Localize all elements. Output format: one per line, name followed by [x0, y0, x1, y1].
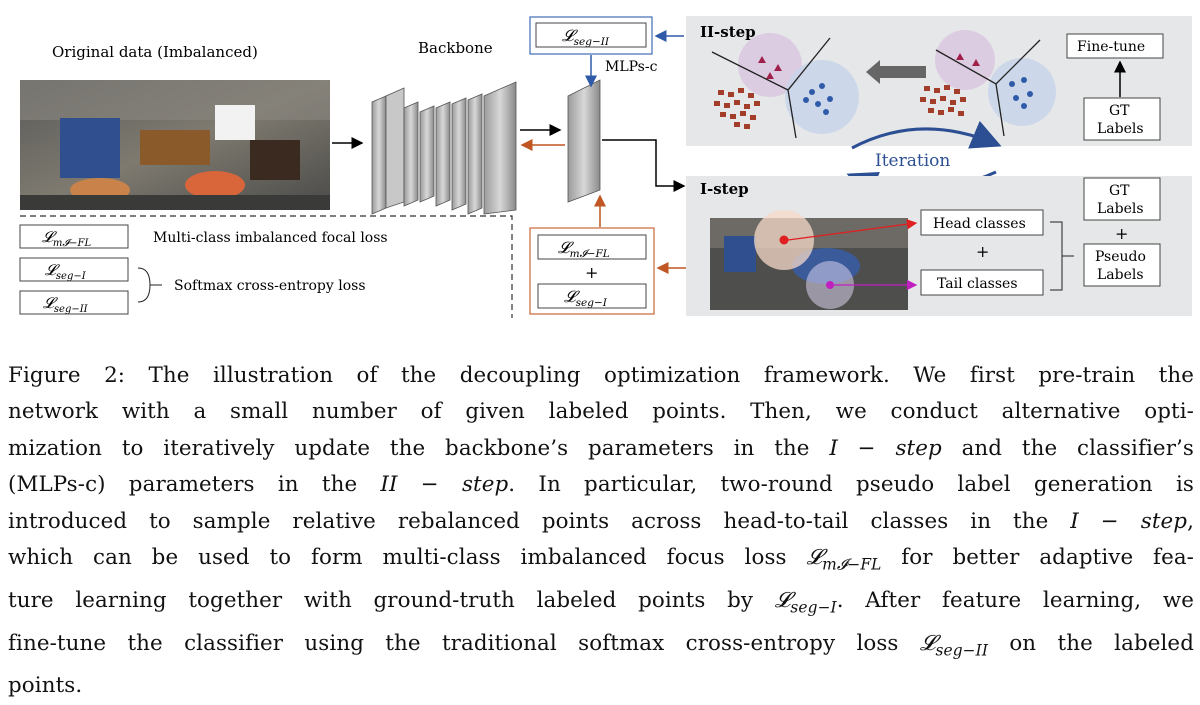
head-pointer-arrow	[787, 219, 918, 241]
gt-labels-top-line2: Labels	[1097, 121, 1144, 137]
gt-pseudo-plus: +	[1115, 224, 1128, 243]
loss-seg-ii-symbol: 𝓛seg−II	[919, 630, 989, 660]
caption-line-4: (MLPs-c) parameters in the II − step. In…	[8, 472, 1195, 498]
pseudo-labels-box	[1083, 243, 1161, 287]
original-data-label: Original data (Imbalanced)	[52, 43, 258, 61]
legend-mifl-box	[19, 224, 129, 249]
caption-line-9: points.	[8, 673, 83, 699]
ii-step-classified-points-right	[920, 30, 1056, 137]
ii-step-term: II − step	[380, 472, 509, 498]
gt-labels-bottom-line1: GT	[1109, 183, 1130, 199]
i-step-room-image	[710, 210, 908, 310]
legend-softmax-bracket	[137, 267, 162, 303]
tail-classes-box	[920, 269, 1044, 296]
figure-caption: Figure 2: The illustration of the decoup…	[8, 358, 1194, 705]
backbone-layers	[371, 81, 517, 215]
caption-line-5: introduced to sample relative rebalanced…	[8, 508, 1194, 534]
ii-step-grey-arrow	[866, 60, 926, 84]
loss-mifl-symbol: 𝓛m𝓘−FL	[806, 545, 882, 574]
i-step-term-2: I − step	[1070, 508, 1188, 534]
gt-labels-top-box	[1083, 97, 1161, 141]
loss-seg-i-symbol: 𝓛seg−I	[774, 587, 837, 617]
mlps-c-block	[567, 79, 601, 203]
iteration-label: Iteration	[875, 151, 950, 171]
loss-seg-ii-top: 𝓛seg−II	[562, 26, 610, 48]
head-classes-box	[920, 209, 1044, 236]
legend-focal-text: Multi-class imbalanced focal loss	[153, 230, 388, 246]
legend-dashed-border	[20, 215, 513, 318]
gt-labels-top-line1: GT	[1109, 103, 1130, 119]
head-tail-plus: +	[976, 242, 989, 261]
loss-plus: +	[585, 263, 598, 282]
pseudo-labels-line1: Pseudo	[1095, 249, 1146, 265]
finetune-label: Fine-tune	[1077, 39, 1145, 55]
tail-classes-label: Tail classes	[937, 276, 1018, 292]
gt-labels-bottom-line2: Labels	[1097, 201, 1144, 217]
room-point-cloud-image	[20, 80, 330, 210]
finetune-box	[1066, 33, 1164, 59]
head-classes-label: Head classes	[933, 216, 1026, 232]
ii-step-label: II-step	[700, 23, 756, 41]
mlps-c-label: MLPs-c	[605, 59, 658, 75]
caption-line-3: mization to iteratively update the backb…	[8, 435, 1194, 461]
gt-labels-bottom-box	[1083, 177, 1161, 221]
caption-line-1: Figure 2: The illustration of the decoup…	[8, 363, 1194, 388]
backbone-label: Backbone	[418, 39, 493, 57]
i-step-label: I-step	[700, 180, 749, 198]
caption-line-8: fine-tune the classifier using the tradi…	[8, 630, 1194, 660]
iteration-arrow-top	[851, 120, 1002, 150]
loss-seg-ii-top-box	[535, 22, 647, 48]
loss-mifl-box	[537, 234, 647, 260]
i-step-term: I − step	[829, 435, 942, 461]
ii-step-classified-points-left	[711, 33, 859, 139]
loss-combined-outer	[529, 227, 655, 315]
loss-seg-ii-top-outer	[529, 16, 653, 55]
legend-seg-i-box	[19, 257, 129, 282]
pseudo-labels-line2: Labels	[1097, 267, 1144, 283]
caption-line-2: network with a small number of given lab…	[8, 399, 1194, 425]
legend-seg-ii-box	[19, 290, 129, 315]
caption-line-7: ture learning together with ground-truth…	[8, 587, 1194, 617]
legend-softmax-text: Softmax cross-entropy loss	[174, 278, 366, 294]
mlp-to-i-step-arrow	[602, 139, 686, 192]
framework-figure: Original data (Imbalanced) Backbone MLPs…	[19, 16, 1192, 318]
caption-line-6: which can be used to form multi-class im…	[8, 545, 1195, 574]
loss-seg-i-box	[537, 283, 647, 309]
